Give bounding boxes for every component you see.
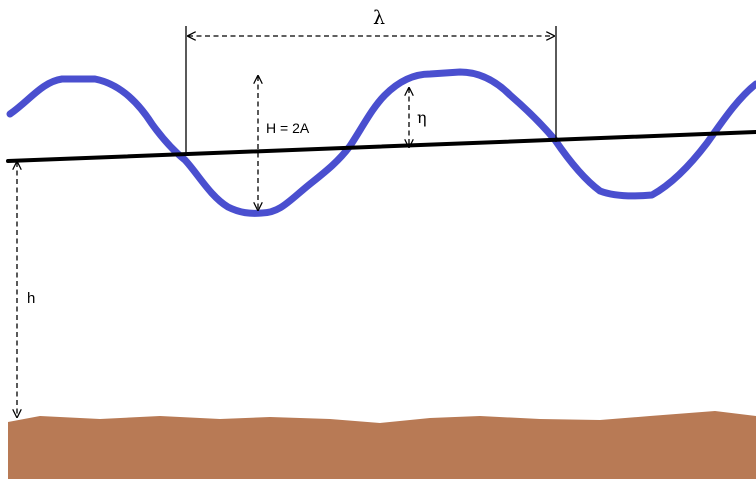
wave-surface xyxy=(6,68,756,217)
surface-elevation-label: η xyxy=(417,108,427,127)
wavelength-label: λ xyxy=(373,7,385,29)
still-water-line xyxy=(6,130,756,163)
wave-height-label: H = 2A xyxy=(266,120,310,136)
seabed xyxy=(8,411,756,479)
water-depth-label: h xyxy=(27,290,35,307)
